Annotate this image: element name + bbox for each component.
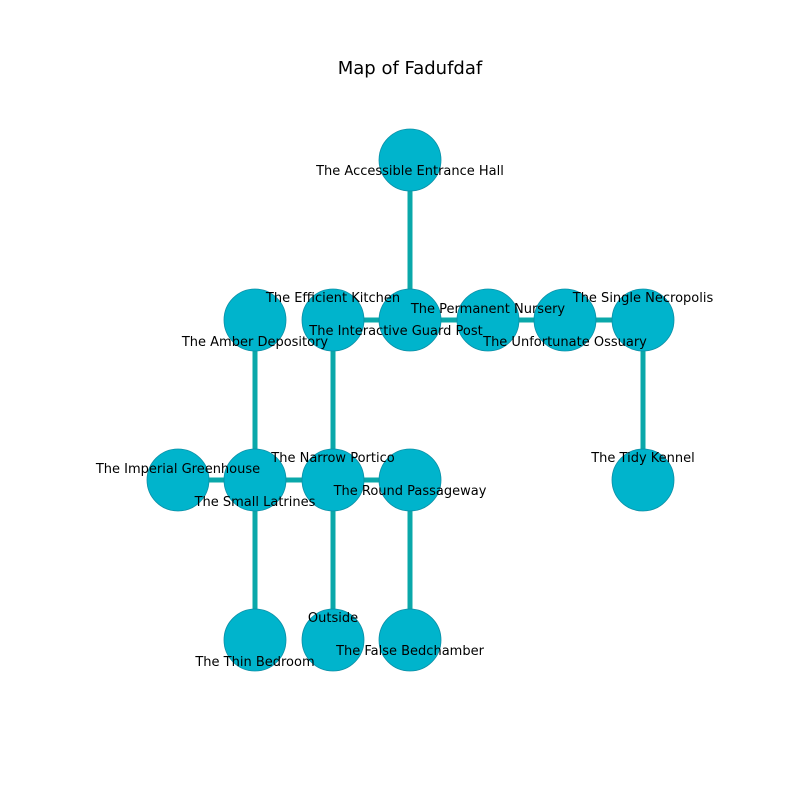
room-node-nursery[interactable] bbox=[456, 288, 520, 352]
room-label-greenhouse: The Imperial Greenhouse bbox=[95, 462, 260, 477]
room-label-passageway: The Round Passageway bbox=[333, 484, 487, 499]
room-node-latrines[interactable] bbox=[223, 448, 287, 512]
room-node-greenhouse[interactable] bbox=[146, 448, 210, 512]
room-label-thin: The Thin Bedroom bbox=[194, 655, 314, 670]
room-label-false: The False Bedchamber bbox=[335, 644, 485, 659]
room-label-kitchen: The Efficient Kitchen bbox=[265, 291, 400, 306]
room-label-outside: Outside bbox=[308, 611, 358, 626]
room-label-ossuary: The Unfortunate Ossuary bbox=[482, 335, 647, 350]
room-node-passageway[interactable] bbox=[378, 448, 442, 512]
room-label-portico: The Narrow Portico bbox=[270, 451, 394, 466]
room-node-kennel[interactable] bbox=[611, 448, 675, 512]
connections-layer bbox=[178, 160, 646, 640]
room-node-kitchen[interactable] bbox=[301, 288, 365, 352]
room-label-amber: The Amber Depository bbox=[181, 335, 329, 350]
rooms-layer bbox=[146, 128, 675, 672]
room-node-outside[interactable] bbox=[301, 608, 365, 672]
room-node-ossuary[interactable] bbox=[533, 288, 597, 352]
room-label-necropolis: The Single Necropolis bbox=[572, 291, 714, 306]
room-label-latrines: The Small Latrines bbox=[194, 495, 316, 510]
room-label-nursery: The Permanent Nursery bbox=[410, 302, 566, 317]
room-node-necropolis[interactable] bbox=[611, 288, 675, 352]
room-node-thin[interactable] bbox=[223, 608, 287, 672]
room-label-entrance: The Accessible Entrance Hall bbox=[315, 164, 504, 179]
room-node-entrance[interactable] bbox=[378, 128, 442, 192]
room-node-guard[interactable] bbox=[378, 288, 442, 352]
room-node-amber[interactable] bbox=[223, 288, 287, 352]
room-label-kennel: The Tidy Kennel bbox=[590, 451, 695, 466]
room-node-false[interactable] bbox=[378, 608, 442, 672]
map-title: Map of Fadufdaf bbox=[338, 58, 483, 79]
room-label-guard: The Interactive Guard Post bbox=[308, 324, 482, 339]
room-node-portico[interactable] bbox=[301, 448, 365, 512]
